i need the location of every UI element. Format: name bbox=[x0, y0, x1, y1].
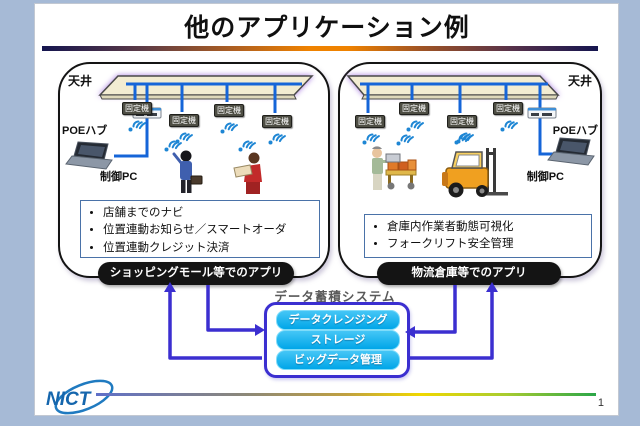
fixed-unit-chip: 固定機 bbox=[122, 102, 152, 115]
fixed-unit-chip: 固定機 bbox=[169, 114, 199, 127]
data-cleansing-module: データクレンジング bbox=[276, 310, 400, 330]
warehouse-scene-graphic bbox=[346, 75, 595, 199]
shopping-mall-panel: 天井 POEハブ 制御PC 固定機 固定機 固定機 固定機 店舗までのナビ 位置… bbox=[58, 62, 330, 278]
warehouse-feature-item: フォークリフト安全管理 bbox=[387, 236, 585, 253]
warehouse-feature-list: 倉庫内作業者動態可視化 フォークリフト安全管理 bbox=[364, 214, 592, 258]
control-pc-label: 制御PC bbox=[526, 171, 564, 183]
page-number: 1 bbox=[597, 397, 604, 409]
poe-hub-device bbox=[527, 107, 557, 119]
bigdata-module: ビッグデータ管理 bbox=[276, 350, 400, 370]
nict-logo-text: NICT bbox=[46, 389, 92, 410]
ceiling-label: 天井 bbox=[68, 74, 93, 88]
wifi-signal-icon bbox=[361, 133, 380, 146]
fixed-unit-chip: 固定機 bbox=[214, 104, 244, 117]
shopper-with-tablet bbox=[233, 152, 263, 195]
network-cables bbox=[360, 82, 556, 156]
control-pc-laptop bbox=[547, 137, 595, 166]
poe-hub-label: POEハブ bbox=[552, 125, 598, 137]
mall-feature-item: 位置連動お知らせ／スマートオーダ bbox=[103, 222, 313, 239]
shopper-with-phone bbox=[172, 149, 204, 195]
wifi-signal-icon bbox=[127, 120, 146, 133]
nict-logo: NICT bbox=[46, 379, 114, 415]
wifi-signal-icon bbox=[237, 140, 256, 153]
warehouse-feature-item: 倉庫内作業者動態可視化 bbox=[387, 219, 585, 236]
storage-module: ストレージ bbox=[276, 330, 400, 350]
footer-divider bbox=[96, 393, 596, 396]
wifi-signal-icon bbox=[395, 134, 414, 147]
wifi-signal-icon bbox=[219, 122, 238, 135]
mall-feature-item: 店舗までのナビ bbox=[103, 205, 313, 222]
fixed-unit-chip: 固定機 bbox=[447, 115, 477, 128]
title-divider bbox=[42, 46, 598, 51]
fixed-unit-chip: 固定機 bbox=[262, 115, 292, 128]
fixed-unit-chip: 固定機 bbox=[355, 115, 385, 128]
data-system-label: データ蓄積システム bbox=[274, 290, 396, 304]
control-pc-laptop bbox=[65, 141, 113, 170]
warehouse-worker-with-cart bbox=[371, 145, 417, 191]
shopping-mall-app-badge: ショッピングモール等でのアプリ bbox=[98, 262, 294, 285]
mall-scene-graphic bbox=[65, 75, 314, 195]
wifi-signal-icon bbox=[499, 120, 518, 133]
nict-logo-swoosh bbox=[54, 379, 114, 415]
wifi-signal-icon bbox=[405, 120, 424, 133]
mall-feature-item: 位置連動クレジット決済 bbox=[103, 240, 313, 257]
logistics-warehouse-panel: 天井 POEハブ 制御PC 固定機 固定機 固定機 固定機 倉庫内作業者動態可視… bbox=[338, 62, 602, 278]
fixed-unit-chip: 固定機 bbox=[399, 102, 429, 115]
logistics-app-badge: 物流倉庫等でのアプリ bbox=[377, 262, 561, 285]
wifi-signal-icon bbox=[267, 133, 286, 146]
fixed-unit-chip: 固定機 bbox=[493, 102, 523, 115]
data-system-box: データクレンジング ストレージ ビッグデータ管理 bbox=[264, 302, 410, 378]
control-pc-label: 制御PC bbox=[100, 171, 138, 183]
forklift bbox=[441, 147, 509, 199]
network-cables bbox=[114, 82, 302, 158]
ceiling-label: 天井 bbox=[567, 74, 592, 88]
mall-feature-list: 店舗までのナビ 位置連動お知らせ／スマートオーダ 位置連動クレジット決済 bbox=[80, 200, 320, 258]
page-title: 他のアプリケーション例 bbox=[184, 14, 470, 42]
poe-hub-label: POEハブ bbox=[62, 125, 108, 137]
